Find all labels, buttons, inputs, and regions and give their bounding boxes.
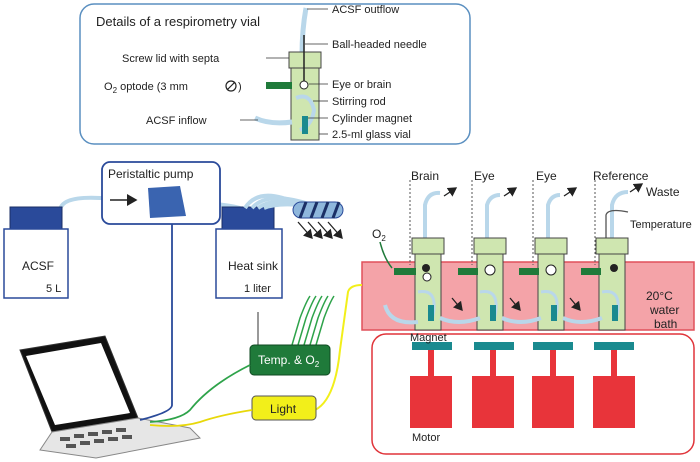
inset-optode xyxy=(266,82,292,89)
pump-head xyxy=(148,186,186,218)
vial-label-brain: Brain xyxy=(411,169,439,183)
waste-label: Waste xyxy=(646,185,680,199)
temp-o2-cable xyxy=(149,364,251,423)
pump-label: Peristaltic pump xyxy=(108,167,194,181)
light-wire xyxy=(314,284,363,411)
inset-acsf-outflow: ACSF outflow xyxy=(332,4,399,16)
heat-sink-volume: 1 liter xyxy=(244,283,271,295)
o2-label: O2 xyxy=(372,227,386,243)
inset-acsf-inflow: ACSF inflow xyxy=(146,115,207,127)
acsf-volume: 5 L xyxy=(46,283,61,295)
bath-line2: water xyxy=(649,303,679,317)
pump-cable xyxy=(139,224,173,421)
laptop xyxy=(19,335,202,459)
inset-ball-needle: Ball-headed needle xyxy=(332,39,427,51)
vial-label-eye-1: Eye xyxy=(474,169,495,183)
vial-eye-1 xyxy=(458,180,507,331)
vial-label-reference: Reference xyxy=(593,169,649,183)
inset-cylinder-magnet-label: Cylinder magnet xyxy=(332,113,412,125)
inset-eye-or-brain: Eye or brain xyxy=(332,79,391,91)
light-box xyxy=(251,395,317,421)
bath-line1: 20°C xyxy=(646,289,673,303)
vial-brain xyxy=(394,180,445,331)
vial-reference xyxy=(581,180,629,331)
vial-label-eye-2: Eye xyxy=(536,169,557,183)
inset-stirring-rod: Stirring rod xyxy=(332,96,386,108)
inter-vial-tubing xyxy=(383,304,603,325)
light-label: Light xyxy=(270,402,297,416)
inset-optode-label: O2 optode (3 mm xyxy=(104,81,188,95)
temperature-label: Temperature xyxy=(630,219,692,231)
motors xyxy=(410,350,635,428)
magnet-label: Magnet xyxy=(410,332,447,344)
optode-lead xyxy=(379,241,393,269)
inset-vial xyxy=(253,7,322,141)
inter-vial-arrows xyxy=(451,297,581,311)
inset-panel xyxy=(79,3,471,145)
temp-o2-box xyxy=(249,344,331,376)
acsf-bottle xyxy=(3,206,69,299)
inset-optode-end: ) xyxy=(238,81,242,93)
acsf-label: ACSF xyxy=(22,259,54,273)
light-cable xyxy=(149,409,253,427)
inset-cylinder-magnet xyxy=(302,116,308,134)
inset-title: Details of a respirometry vial xyxy=(96,14,260,29)
motor-label: Motor xyxy=(412,432,440,444)
vial-eye-2 xyxy=(519,180,568,331)
heat-sink-label: Heat sink xyxy=(228,259,279,273)
inset-glass-vial: 2.5-ml glass vial xyxy=(332,129,411,141)
bath-line3: bath xyxy=(654,317,677,331)
temp-o2-wires xyxy=(291,295,335,346)
inset-screw-lid: Screw lid with septa xyxy=(122,53,220,65)
temp-o2-label: Temp. & O2 xyxy=(258,353,320,369)
magnet-bars xyxy=(412,342,634,350)
heat-sink-bottle xyxy=(215,206,283,299)
flow-splitter xyxy=(292,201,344,219)
diameter-icon xyxy=(225,80,237,92)
outflow-arrows xyxy=(443,183,644,197)
splitter-arrows xyxy=(297,221,343,239)
